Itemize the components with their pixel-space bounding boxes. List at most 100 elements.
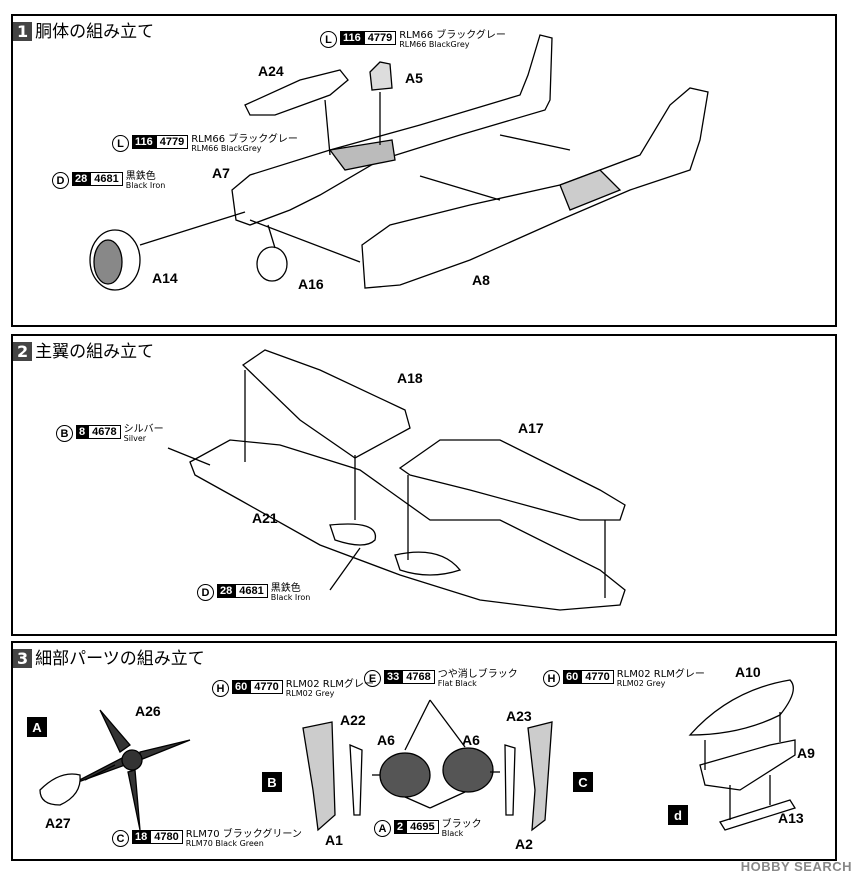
label-a26: A26: [135, 703, 161, 719]
label-a27: A27: [45, 815, 71, 831]
paint-name-en: RLM66 BlackGrey: [399, 40, 470, 49]
label-a14: A14: [152, 270, 178, 286]
paint-name-en: RLM02 Grey: [616, 679, 666, 688]
paint-number: 33: [384, 670, 403, 684]
paint-name-jp: シルバー: [123, 424, 164, 435]
label-a24: A24: [258, 63, 284, 79]
paint-number: 60: [232, 680, 251, 694]
label-a22: A22: [340, 712, 366, 728]
paint-name-jp: RLM02 RLMグレー: [285, 679, 374, 690]
paint-name-jp: つや消しブラック: [437, 669, 518, 680]
paint-letter: D: [52, 172, 69, 189]
step-1-label: 胴体の組み立て: [35, 22, 155, 42]
gear-door-a23: [527, 721, 553, 832]
label-a6-right: A6: [462, 732, 480, 748]
paint-number: 28: [217, 584, 236, 598]
label-a5: A5: [405, 70, 423, 86]
paint-letter: L: [112, 135, 129, 152]
subassembly-b: B: [262, 772, 282, 792]
paint-name-en: Black: [441, 829, 464, 838]
paint-number: 116: [340, 31, 364, 45]
label-a1: A1: [325, 832, 343, 848]
paint-letter: C: [112, 830, 129, 847]
label-a23: A23: [506, 708, 532, 724]
step-2-panel: [11, 334, 837, 636]
label-a10: A10: [735, 664, 761, 680]
paint-name-jp: 黒鉄色: [270, 583, 301, 594]
paint-code: 4779: [363, 31, 397, 45]
fuselage-half-a7: [231, 34, 553, 226]
main-wheel-a6-right: [442, 747, 494, 793]
paint-number: 8: [76, 425, 89, 439]
paint-name-jp: RLM66 ブラックグレー: [191, 134, 298, 145]
paint-code: 4678: [88, 425, 121, 439]
label-a13: A13: [778, 810, 804, 826]
paint-letter: L: [320, 31, 337, 48]
step-3-label: 細部パーツの組み立て: [35, 649, 205, 669]
watermark: HOBBY SEARCH: [740, 859, 852, 874]
paint-number: 60: [563, 670, 582, 684]
paint-name-en: Flat Black: [437, 679, 477, 688]
paint-letter: A: [374, 820, 391, 837]
main-wheel-a6-left: [379, 752, 431, 798]
paint-name-en: RLM66 BlackGrey: [191, 144, 262, 153]
paint-name-jp: RLM66 ブラックグレー: [399, 30, 506, 41]
paint-letter: H: [212, 680, 229, 697]
label-a6-left: A6: [377, 732, 395, 748]
cockpit-part-a24: [244, 69, 349, 116]
upper-left-wing-a18: [241, 349, 411, 459]
paint-number: 2: [394, 820, 407, 834]
paint-letter: H: [543, 670, 560, 687]
label-a7: A7: [212, 165, 230, 181]
step-2-label: 主翼の組み立て: [35, 342, 155, 362]
label-a8: A8: [472, 272, 490, 288]
paint-code: 4695: [406, 820, 439, 834]
paint-code: 4780: [150, 830, 183, 844]
gear-leg-a2: [504, 744, 516, 816]
paint-code: 4681: [235, 584, 268, 598]
paint-name-jp: 黒鉄色: [125, 171, 156, 182]
paint-code: 4779: [155, 135, 189, 149]
label-a9: A9: [797, 745, 815, 761]
paint-code: 4768: [402, 670, 435, 684]
paint-letter: E: [364, 670, 381, 687]
paint-code: 4770: [250, 680, 283, 694]
paint-number: 28: [72, 172, 91, 186]
paint-name-en: RLM70 Black Green: [185, 839, 264, 848]
upper-right-wing-a17: [398, 439, 626, 521]
subassembly-a: A: [27, 717, 47, 737]
paint-code: 4770: [581, 670, 614, 684]
gear-leg-a1: [349, 744, 363, 816]
spinner-a27: [39, 773, 81, 806]
label-a21: A21: [252, 510, 278, 526]
subassembly-c: C: [573, 772, 593, 792]
step-3-number: 3: [13, 649, 33, 668]
paint-number: 116: [132, 135, 156, 149]
gear-door-a22: [302, 721, 336, 832]
step-1-number: 1: [13, 22, 33, 41]
paint-name-jp: RLM70 ブラックグリーン: [185, 829, 302, 840]
paint-letter: D: [197, 584, 214, 601]
label-a2: A2: [515, 836, 533, 852]
paint-name-en: Silver: [123, 434, 147, 443]
label-a16: A16: [298, 276, 324, 292]
paint-letter: B: [56, 425, 73, 442]
subassembly-d: d: [668, 805, 688, 825]
paint-name-jp: RLM02 RLMグレー: [616, 669, 705, 680]
tailwheel-a16: [256, 246, 288, 282]
label-a18: A18: [397, 370, 423, 386]
paint-number: 18: [132, 830, 151, 844]
